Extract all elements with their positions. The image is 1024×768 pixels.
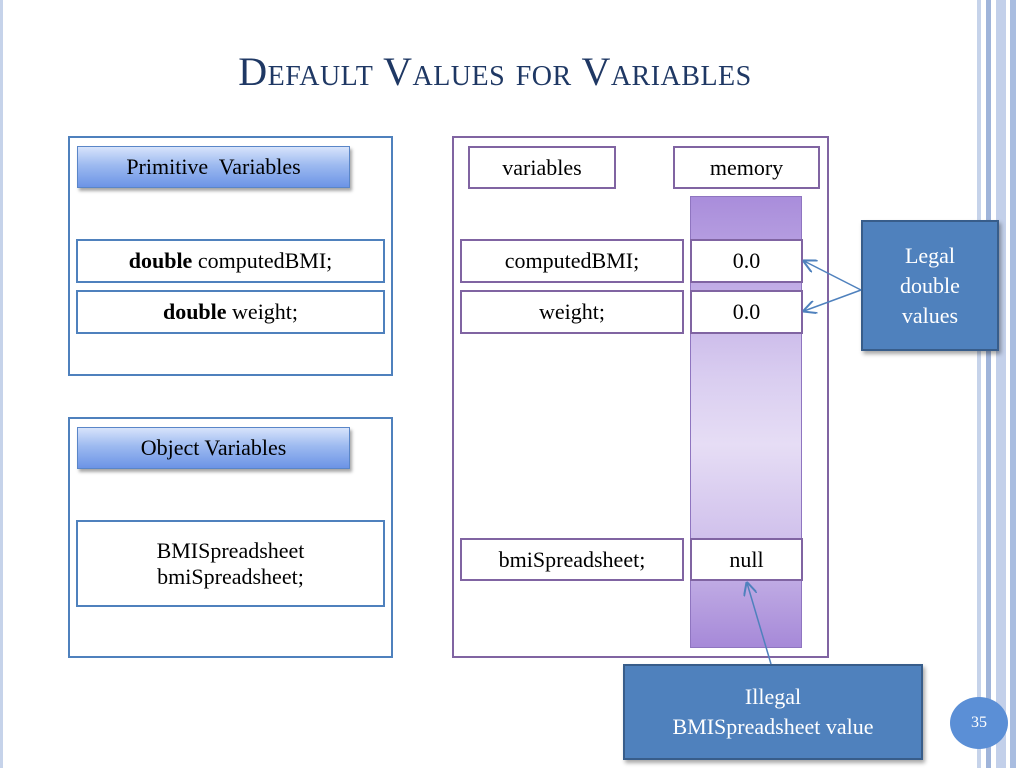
variable-name: computedBMI;: [192, 248, 333, 273]
variables-header: variables: [468, 146, 616, 189]
object-variables-panel: [68, 417, 393, 658]
illegal-value-callout: Illegal BMISpreadsheet value: [623, 664, 923, 760]
memory-value-cell: 0.0: [690, 290, 803, 334]
memory-panel: [452, 136, 829, 658]
decorative-stripe: [996, 0, 1006, 768]
callout-line: Illegal: [744, 684, 802, 709]
callout-line: BMISpreadsheet value: [672, 714, 874, 739]
memory-value-cell: 0.0: [690, 239, 803, 283]
computed-bmi-declaration: double computedBMI;: [76, 239, 385, 283]
arrow-to-null: [747, 583, 772, 665]
legal-values-callout: Legal double values: [861, 220, 999, 351]
callout-line: double: [900, 272, 960, 298]
variable-cell: weight;: [460, 290, 684, 334]
memory-header: memory: [673, 146, 820, 189]
callout-line: Legal: [904, 242, 956, 268]
type-keyword: double: [128, 248, 193, 273]
weight-declaration: double weight;: [76, 290, 385, 334]
slide-title: Default Values for Variables: [238, 49, 752, 94]
decorative-stripe: [0, 0, 3, 768]
variable-cell: bmiSpreadsheet;: [460, 538, 684, 581]
decorative-stripe: [986, 0, 991, 768]
type-keyword: double: [162, 299, 227, 324]
primitive-variables-panel: [68, 136, 393, 376]
callout-line: values: [901, 302, 959, 328]
arrow-to-weight: [804, 289, 862, 311]
declaration-type: BMISpreadsheet: [156, 537, 305, 563]
variable-name: weight;: [226, 299, 299, 324]
page-number: 35: [950, 697, 1008, 749]
variable-cell: computedBMI;: [460, 239, 684, 283]
decorative-stripe: [1010, 0, 1016, 768]
declaration-name: bmiSpreadsheet;: [157, 563, 304, 589]
arrow-to-computed-bmi: [804, 261, 862, 291]
object-variables-tag: Object Variables: [77, 427, 350, 469]
bmi-spreadsheet-declaration: BMISpreadsheet bmiSpreadsheet;: [76, 520, 385, 607]
primitive-variables-tag: Primitive Variables: [77, 146, 350, 188]
decorative-stripe: [977, 0, 981, 768]
memory-value-cell: null: [690, 538, 803, 581]
